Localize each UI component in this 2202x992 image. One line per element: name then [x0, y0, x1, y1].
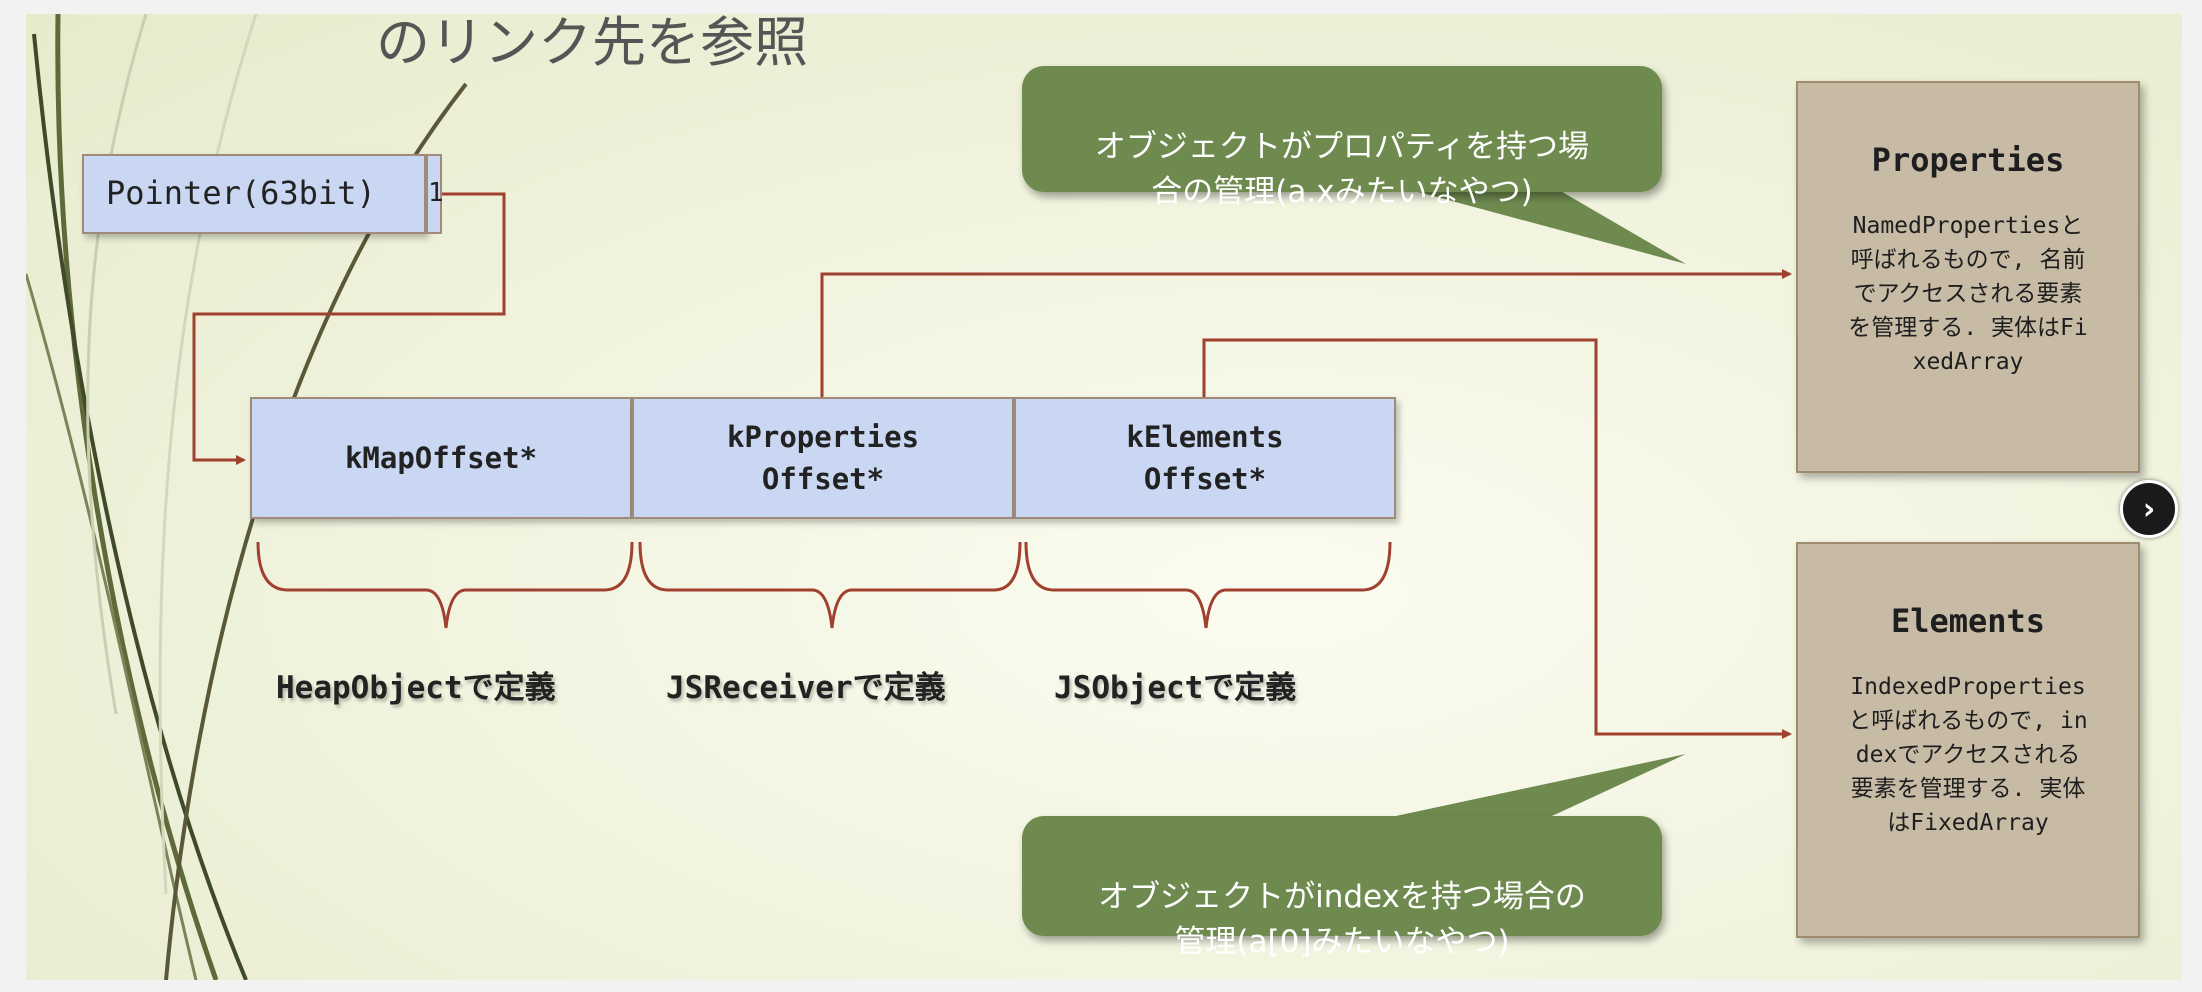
definition-heapobject: HeapObjectで定義	[276, 670, 556, 706]
properties-description: NamedPropertiesと 呼ばれるもので, 名前 でアクセスされる要素 …	[1848, 213, 2088, 375]
properties-box: Properties NamedPropertiesと 呼ばれるもので, 名前 …	[1796, 81, 2140, 473]
pointer-box: Pointer(63bit)	[82, 154, 426, 234]
elements-title: Elements	[1890, 602, 2046, 640]
field-kmapoffset: kMapOffset*	[250, 397, 632, 519]
pointer-tag-bit: 1	[426, 154, 444, 234]
callout-properties: オブジェクトがプロパティを持つ場 合の管理(a.xみたいなやつ)	[1022, 66, 1662, 210]
pointer-label: Pointer(63bit)	[106, 174, 376, 212]
field-kelementsoffset: kElements Offset*	[1014, 397, 1396, 519]
connector-lines	[192, 186, 1792, 816]
callout-elements-text: オブジェクトがindexを持つ場合の 管理(a[0]みたいなやつ)	[1098, 879, 1586, 960]
slide: のリンク先を参照 Pointer(63bit) 1 kMapOffset* kP…	[26, 14, 2182, 980]
elements-description: IndexedProperties と呼ばれるもので, in dexでアクセスさ…	[1848, 674, 2088, 836]
slide-title-fragment: のリンク先を参照	[376, 14, 808, 74]
callout-elements: オブジェクトがindexを持つ場合の 管理(a[0]みたいなやつ)	[1022, 816, 1662, 960]
next-slide-button[interactable]: ›	[2120, 480, 2178, 538]
chevron-right-icon: ›	[2142, 491, 2156, 527]
field-kelementsoffset-label: kElements Offset*	[1126, 420, 1284, 496]
field-kpropertiesoffset-label: kProperties Offset*	[726, 420, 920, 496]
field-kpropertiesoffset: kProperties Offset*	[632, 397, 1014, 519]
callout-properties-text: オブジェクトがプロパティを持つ場 合の管理(a.xみたいなやつ)	[1094, 129, 1590, 210]
properties-title: Properties	[1871, 141, 2065, 179]
definition-jsreceiver: JSReceiverで定義	[666, 670, 946, 706]
elements-box: Elements IndexedProperties と呼ばれるもので, in …	[1796, 542, 2140, 938]
definition-jsobject: JSObjectで定義	[1054, 670, 1297, 706]
